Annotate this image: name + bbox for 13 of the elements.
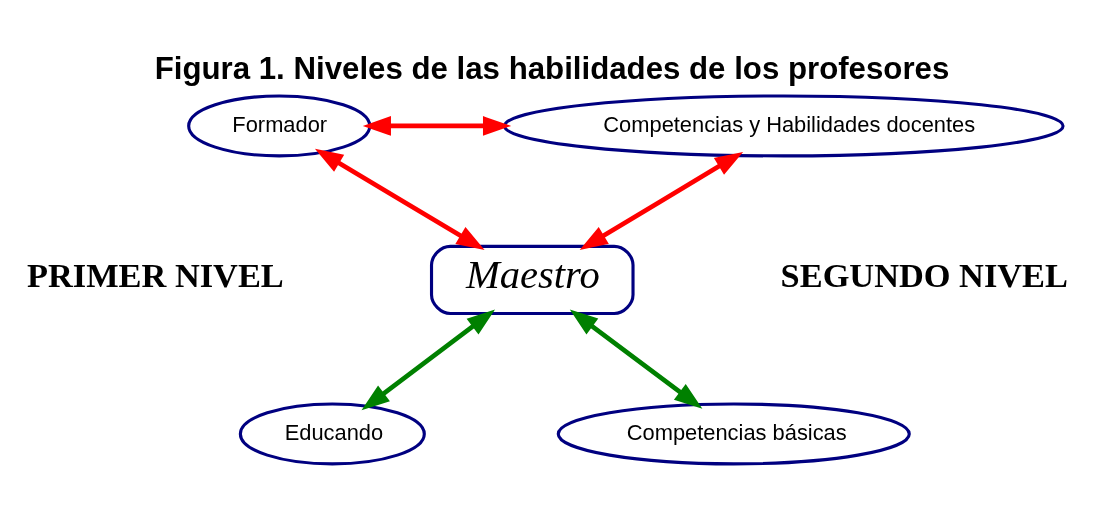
- node-box: Maestro: [429, 244, 635, 316]
- arrow: [314, 148, 485, 250]
- diagram-title: Figura 1. Niveles de las habilidades de los profesores: [154, 50, 950, 86]
- node-ellipse: Competencias y Habilidades docentes: [502, 94, 1065, 158]
- node-ellipse: Formador: [187, 94, 372, 158]
- label: SEGUNDO NIVEL: [780, 256, 1068, 295]
- label: PRIMER NIVEL: [26, 256, 284, 295]
- arrow: [579, 151, 744, 250]
- node-ellipse: Competencias básicas: [556, 402, 911, 466]
- arrow: [361, 309, 496, 411]
- node-ellipse: Educando: [238, 402, 426, 466]
- arrow: [569, 309, 703, 409]
- arrow: [362, 116, 512, 136]
